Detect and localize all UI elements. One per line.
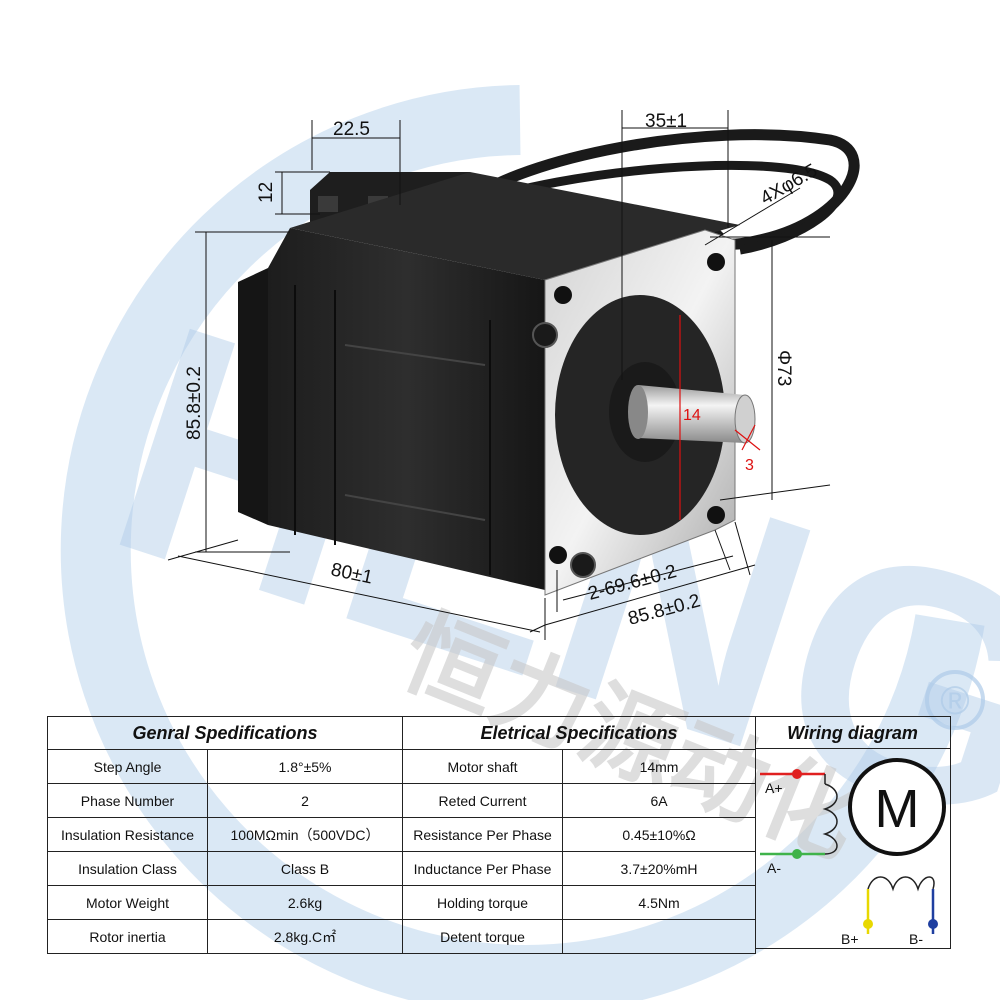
electrical-label: Holding torque xyxy=(402,885,564,920)
wiring-schematic: A+ A- M B+ B- xyxy=(760,758,946,947)
dim-flat-depth: 3 xyxy=(745,457,754,474)
general-value: 100MΩmin（500VDC） xyxy=(206,817,404,852)
dim-body-length: 80±1 xyxy=(329,559,375,588)
electrical-value: 14mm xyxy=(562,749,757,784)
general-label: Phase Number xyxy=(47,783,208,818)
coil-b xyxy=(867,876,935,892)
general-label: Rotor inertia xyxy=(47,919,208,954)
terminal-a-minus xyxy=(792,849,802,859)
cable xyxy=(466,129,860,250)
electrical-value xyxy=(562,919,757,954)
label-a-minus: A- xyxy=(767,860,781,876)
shaft-dimension-lines xyxy=(679,315,761,520)
general-label: Motor Weight xyxy=(47,885,208,920)
table-row: Rotor inertia 2.8kg.C㎡ Detent torque xyxy=(47,919,757,954)
general-value: 1.8°±5% xyxy=(206,749,404,784)
motor-drawing: 22.5 12 35±1 4Xφ6.5 85.8±0.2 Φ73 14 3 80… xyxy=(167,110,860,640)
dim-shaft-length: 35±1 xyxy=(645,111,687,132)
terminal-b-minus xyxy=(928,919,938,929)
electrical-value: 3.7±20%mH xyxy=(562,851,757,886)
electrical-label: Motor shaft xyxy=(402,749,564,784)
electrical-label: Inductance Per Phase xyxy=(402,851,564,886)
electrical-label: Reted Current xyxy=(402,783,564,818)
dimension-lines xyxy=(167,110,831,640)
dim-connector-width: 22.5 xyxy=(333,119,370,140)
electrical-value: 6A xyxy=(562,783,757,818)
motor-symbol xyxy=(848,758,946,856)
electrical-value: 4.5Nm xyxy=(562,885,757,920)
motor-letter: M xyxy=(875,779,920,839)
electrical-label: Resistance Per Phase xyxy=(402,817,564,852)
motor-body xyxy=(238,172,740,590)
terminal-a-plus xyxy=(792,769,802,779)
dim-shaft-diameter: 14 xyxy=(683,407,701,424)
label-a-plus: A+ xyxy=(765,780,783,796)
general-value: 2 xyxy=(206,783,404,818)
table-header-row: Genral Spedifications Eletrical Specific… xyxy=(46,716,757,750)
table-row: Step Angle 1.8°±5% Motor shaft 14mm xyxy=(47,749,757,784)
electrical-label: Detent torque xyxy=(402,919,564,954)
label-b-plus: B+ xyxy=(841,931,859,947)
electrical-specs-title: Eletrical Specifications xyxy=(402,716,757,750)
general-label: Insulation Resistance xyxy=(47,817,208,852)
table-row: Phase Number 2 Reted Current 6A xyxy=(47,783,757,818)
table-row: Insulation Resistance 100MΩmin（500VDC） R… xyxy=(47,817,757,852)
motor-shaft xyxy=(628,385,756,444)
coil-a xyxy=(822,783,838,855)
mount-hole xyxy=(554,286,572,304)
general-specs-title: Genral Spedifications xyxy=(46,716,404,750)
dim-connector-height: 12 xyxy=(256,182,277,203)
table-row: Insulation Class Class B Inductance Per … xyxy=(47,851,757,886)
dim-pilot-diameter: Φ73 xyxy=(773,350,794,386)
electrical-value: 0.45±10%Ω xyxy=(562,817,757,852)
spec-table: Genral Spedifications Eletrical Specific… xyxy=(46,716,757,954)
terminal-b-plus xyxy=(863,919,873,929)
dim-flange-width: 85.8±0.2 xyxy=(626,590,703,629)
label-b-minus: B- xyxy=(909,931,923,947)
general-value: 2.6kg xyxy=(206,885,404,920)
general-label: Insulation Class xyxy=(47,851,208,886)
general-value: Class B xyxy=(206,851,404,886)
table-row: Motor Weight 2.6kg Holding torque 4.5Nm xyxy=(47,885,757,920)
wiring-diagram: Wiring diagram A+ A- M B+ B- xyxy=(755,716,951,949)
dim-body-height: 85.8±0.2 xyxy=(184,366,205,440)
general-label: Step Angle xyxy=(47,749,208,784)
wiring-title: Wiring diagram xyxy=(755,717,950,749)
general-value: 2.8kg.C㎡ xyxy=(206,919,404,954)
